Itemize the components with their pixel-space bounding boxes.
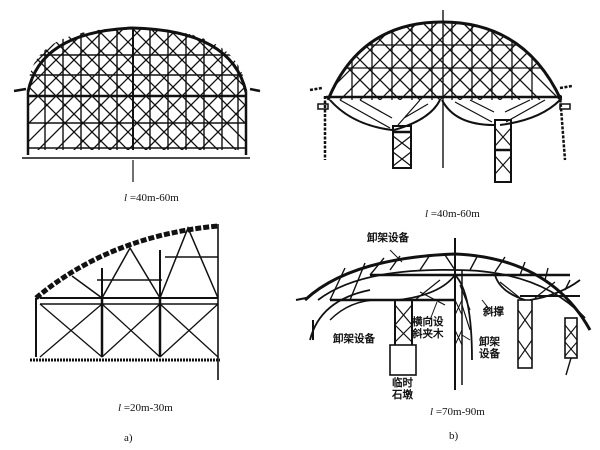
subfigure-caption-a: a) [124,432,133,444]
annotation-line-2: 设备 [479,348,500,360]
half-arch-truss-frame [30,223,220,380]
full-scaffold-arch [13,26,261,182]
annotation-line-2: 斜夹木 [412,328,444,340]
annotation-lateral-brace: 横向设 斜夹木 [412,316,444,340]
annotation-diagonal-brace: 斜撑 [483,306,504,318]
span-symbol: l [425,208,429,220]
span-symbol: l [430,406,434,418]
subfigure-caption-b: b) [449,430,459,442]
long-span-arch-with-labels [295,238,592,390]
annotation-unloading-device-left: 卸架设备 [333,333,375,345]
annotation-unloading-device-top: 卸架设备 [367,232,409,244]
annotation-line-1: 卸架 [479,336,500,348]
span-symbol: l [124,192,128,204]
span-label-bottom-right: l =70m-90m [430,406,485,418]
span-value: =40m-60m [129,192,179,204]
annotation-temporary-pier: 临时 石墩 [392,377,413,401]
span-value: =70m-90m [435,406,485,418]
span-value: =40m-60m [430,208,480,220]
span-label-bottom-left: l =20m-30m [118,402,173,414]
arch-with-two-towers [309,10,573,183]
span-label-top-right: l =40m-60m [425,208,480,220]
annotation-line-1: 横向设 [412,316,444,328]
annotation-unloading-device-right: 卸架 设备 [479,336,500,360]
annotation-line-1: 临时 [392,377,413,389]
span-label-top-left: l =40m-60m [124,192,179,204]
annotation-line-2: 石墩 [392,389,413,401]
span-value: =20m-30m [123,402,173,414]
span-symbol: l [118,402,122,414]
